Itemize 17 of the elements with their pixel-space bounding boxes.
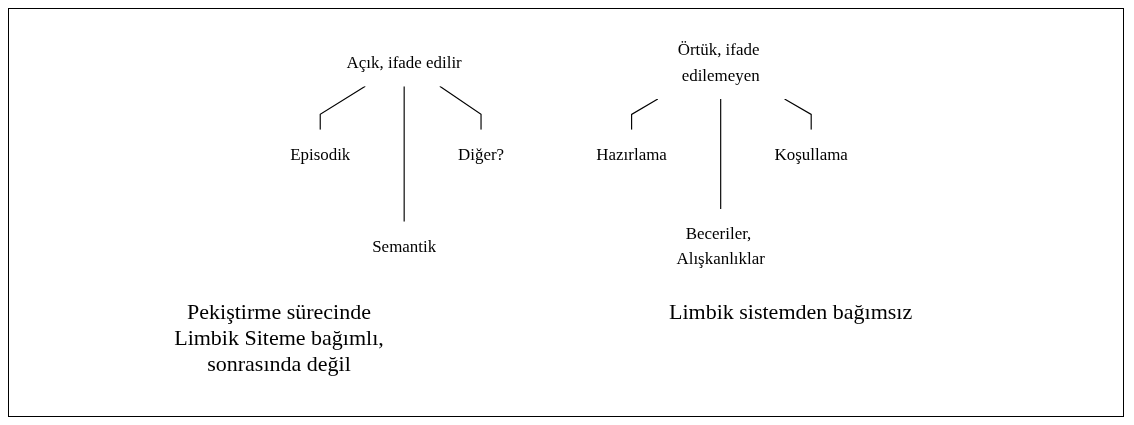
connector [720, 98, 722, 210]
note-text: Pekiştirme sürecinde Limbik Siteme bağımlı, sonrasında değil [173, 299, 385, 377]
connector [403, 85, 405, 223]
page-frame: Açık, ifade edilir Episodik Semantik Diğer? Örtük, ifade edilemeyen Hazırlama Beceriler, Alışkanlıklar Koşullama Pekiştirme sürecinde Limbik Siteme bağımlı, sonrasında değil Limbik sistemden bağımsız [8, 8, 1124, 417]
connector [784, 98, 812, 131]
connector [319, 85, 366, 131]
connector [439, 85, 482, 131]
node-text: Semantik [372, 236, 437, 256]
node-text: Diğer? [458, 144, 505, 164]
node-text: Episodik [290, 144, 351, 164]
node-text: Koşullama [774, 144, 848, 164]
connector [631, 98, 659, 131]
node-text: Beceriler, Alışkanlıklar [676, 223, 765, 269]
node-text: Açık, ifade edilir [346, 52, 462, 72]
node-text: Örtük, ifade edilemeyen [677, 39, 760, 85]
note-text: Limbik sistemden bağımsız [669, 299, 914, 325]
node-text: Hazırlama [596, 144, 667, 164]
